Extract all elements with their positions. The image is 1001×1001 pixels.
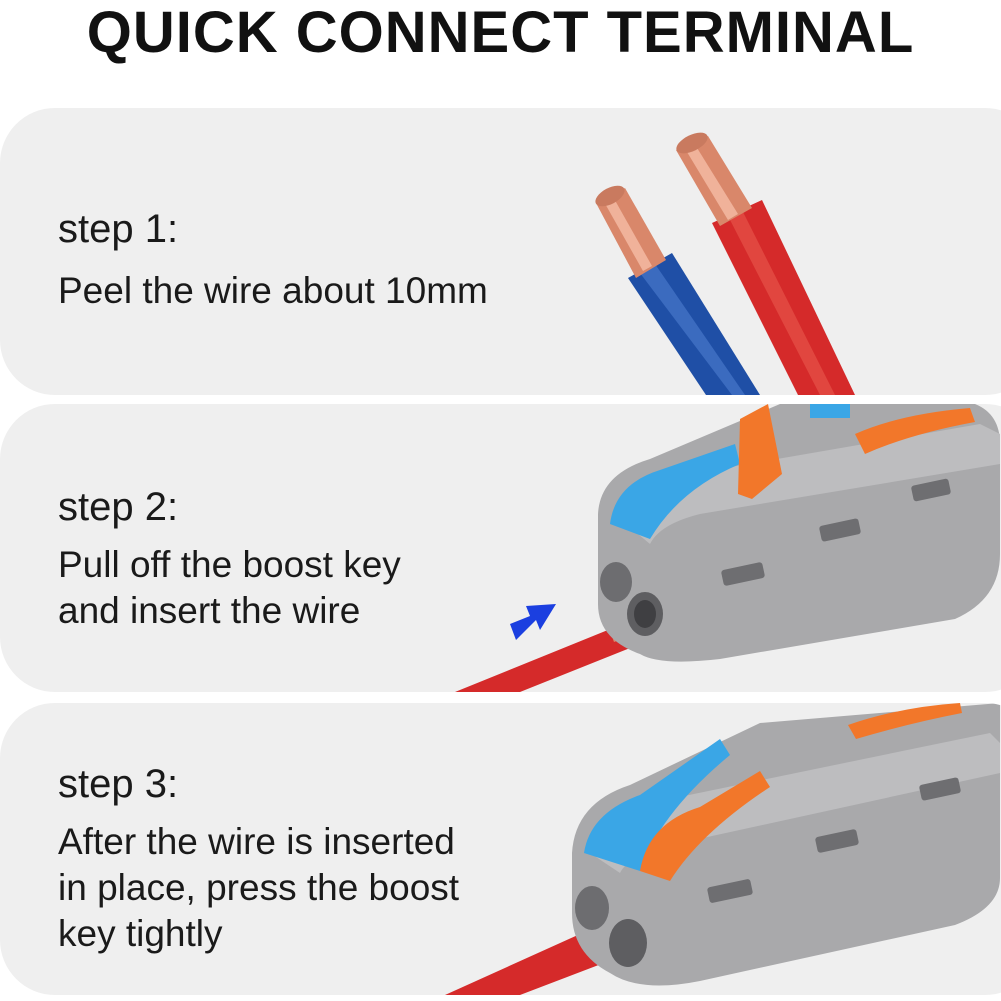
step-2-description-line: Pull off the boost key (58, 544, 401, 585)
step-1-panel: step 1: Peel the wire about 10mm (0, 108, 1001, 395)
step-2-description: Pull off the boost key and insert the wi… (58, 542, 528, 634)
step-3-description-line: key tightly (58, 913, 223, 954)
step-3-panel: step 3: After the wire is inserted in pl… (0, 703, 1001, 995)
step-3-description-line: After the wire is inserted (58, 821, 455, 862)
connector-insert-illustration (455, 404, 1000, 692)
lever-connector-illustration (572, 703, 1000, 986)
step-3-label: step 3: (58, 762, 179, 806)
lever-connector-illustration (598, 404, 1000, 662)
insert-arrow-icon (510, 604, 556, 640)
blue-wire-illustration (595, 185, 760, 395)
step-1-label: step 1: (58, 207, 179, 251)
step-1-description-line: Peel the wire about 10mm (58, 270, 488, 311)
red-wire-illustration (676, 132, 855, 395)
connector-locked-illustration (445, 703, 1000, 995)
step-2-label: step 2: (58, 485, 179, 529)
step-3-description-line: in place, press the boost (58, 867, 460, 908)
step-1-description: Peel the wire about 10mm (58, 268, 528, 314)
red-wire-illustration (455, 619, 645, 692)
step-2-panel: step 2: Pull off the boost key and inser… (0, 404, 1001, 692)
step-2-description-line: and insert the wire (58, 590, 361, 631)
page-title: QUICK CONNECT TERMINAL (86, 0, 915, 65)
step-3-description: After the wire is inserted in place, pre… (58, 819, 528, 957)
wire-stripping-illustration (595, 132, 855, 395)
